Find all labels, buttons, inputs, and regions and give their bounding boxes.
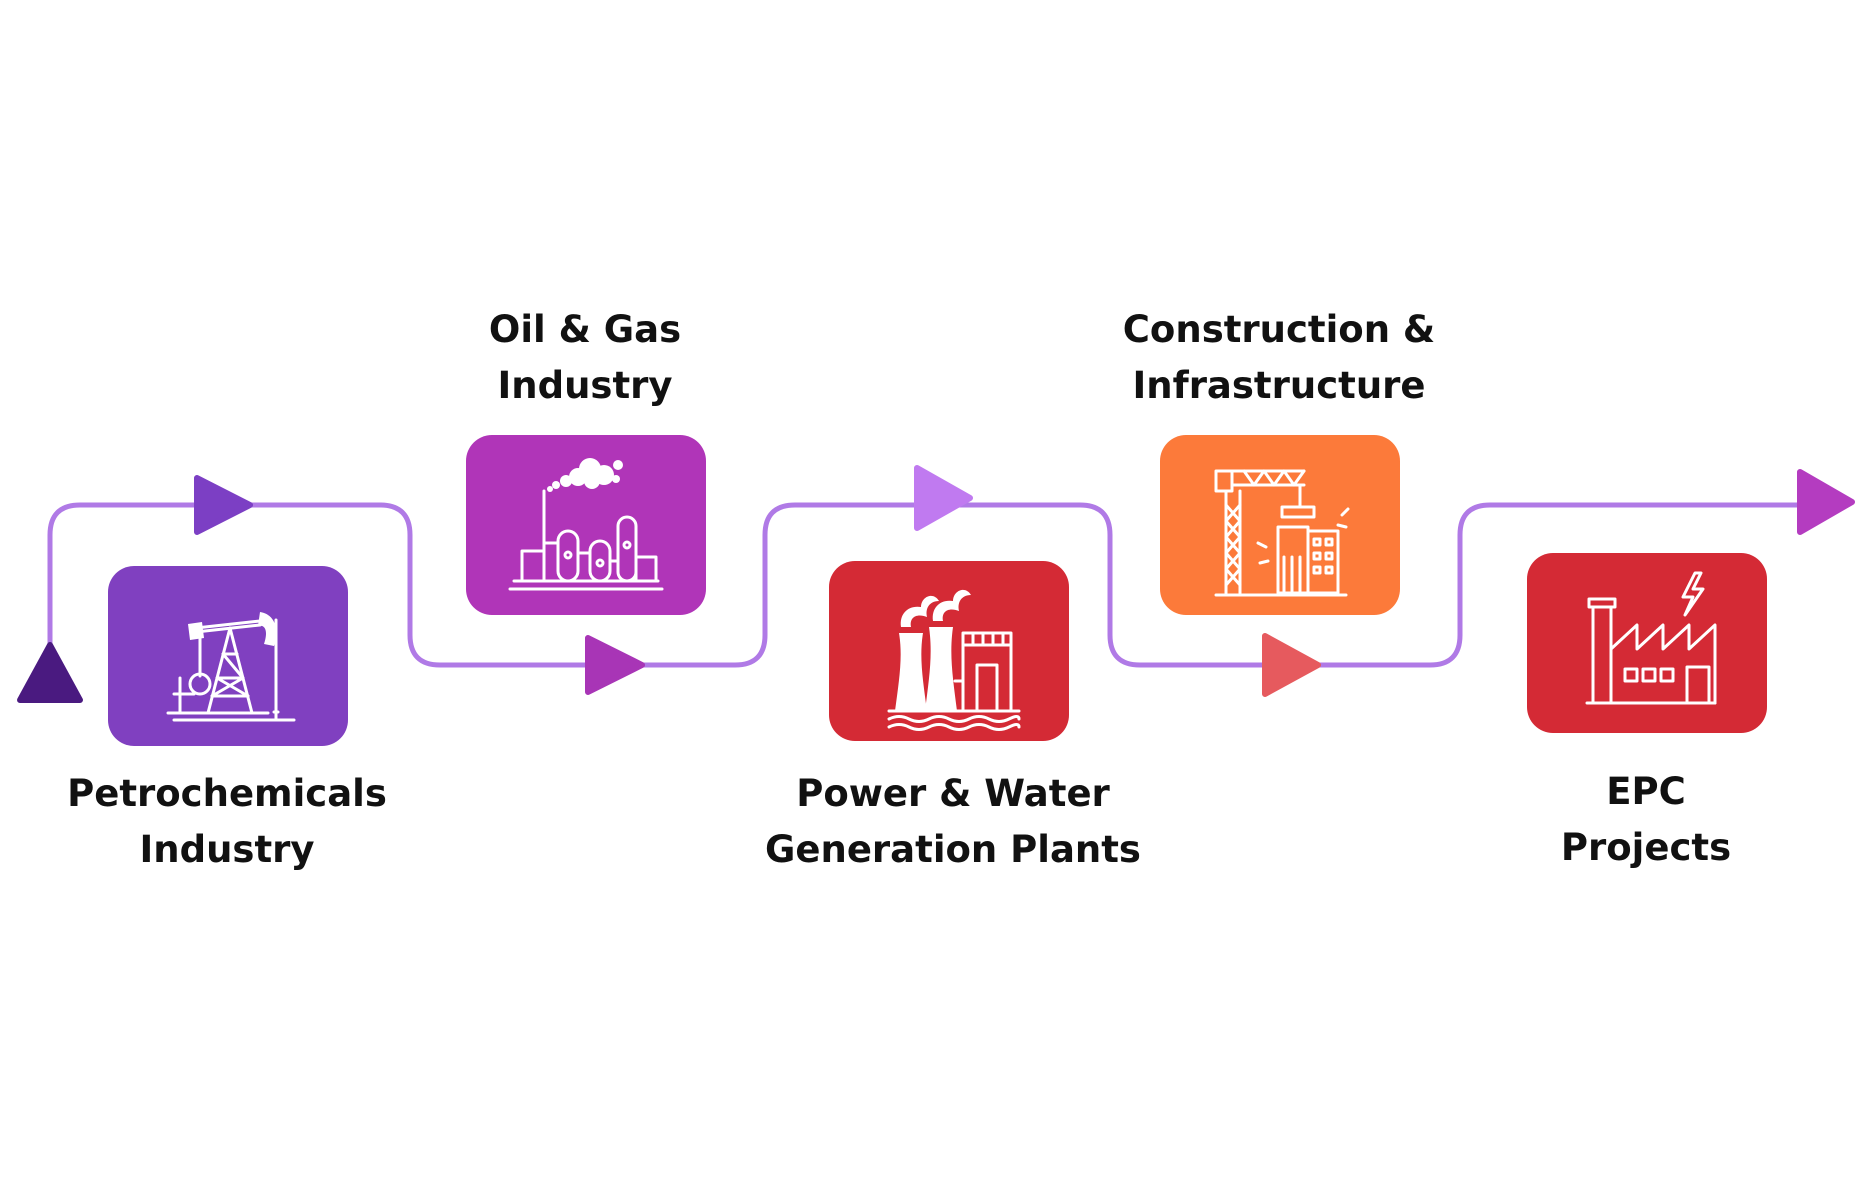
card-petrochemicals (108, 566, 348, 746)
label-line: EPC (1606, 770, 1686, 813)
oil-pump-icon (166, 612, 296, 722)
flow-arrow-5 (1797, 469, 1855, 535)
label-petrochemicals: Petrochemicals Industry (17, 766, 437, 878)
flow-arrow-2 (585, 635, 645, 695)
label-line: Infrastructure (1132, 364, 1426, 407)
construction-crane-icon (1214, 469, 1350, 597)
factory-icon (1585, 571, 1717, 705)
label-line: Oil & Gas (488, 308, 682, 351)
label-line: Petrochemicals (67, 772, 387, 815)
label-line: Power & Water (796, 772, 1110, 815)
flow-arrow-4 (1262, 633, 1321, 697)
flow-arrow-3 (914, 465, 973, 531)
card-epc (1527, 553, 1767, 733)
flow-arrow-1 (194, 475, 253, 535)
label-line: Industry (497, 364, 673, 407)
label-oil-gas: Oil & Gas Industry (375, 302, 795, 414)
card-oil-gas (466, 435, 706, 615)
label-construction: Construction & Infrastructure (1069, 302, 1489, 414)
power-plant-icon (887, 589, 1021, 731)
label-line: Construction & (1122, 308, 1436, 351)
label-line: Generation Plants (765, 828, 1141, 871)
card-construction (1160, 435, 1400, 615)
label-line: Projects (1560, 826, 1732, 869)
card-power-water (829, 561, 1069, 741)
flow-line (47, 502, 1848, 693)
start-marker (17, 642, 83, 703)
refinery-icon (508, 458, 664, 591)
label-power-water: Power & Water Generation Plants (743, 766, 1163, 878)
label-epc: EPC Projects (1436, 764, 1856, 876)
label-line: Industry (139, 828, 315, 871)
